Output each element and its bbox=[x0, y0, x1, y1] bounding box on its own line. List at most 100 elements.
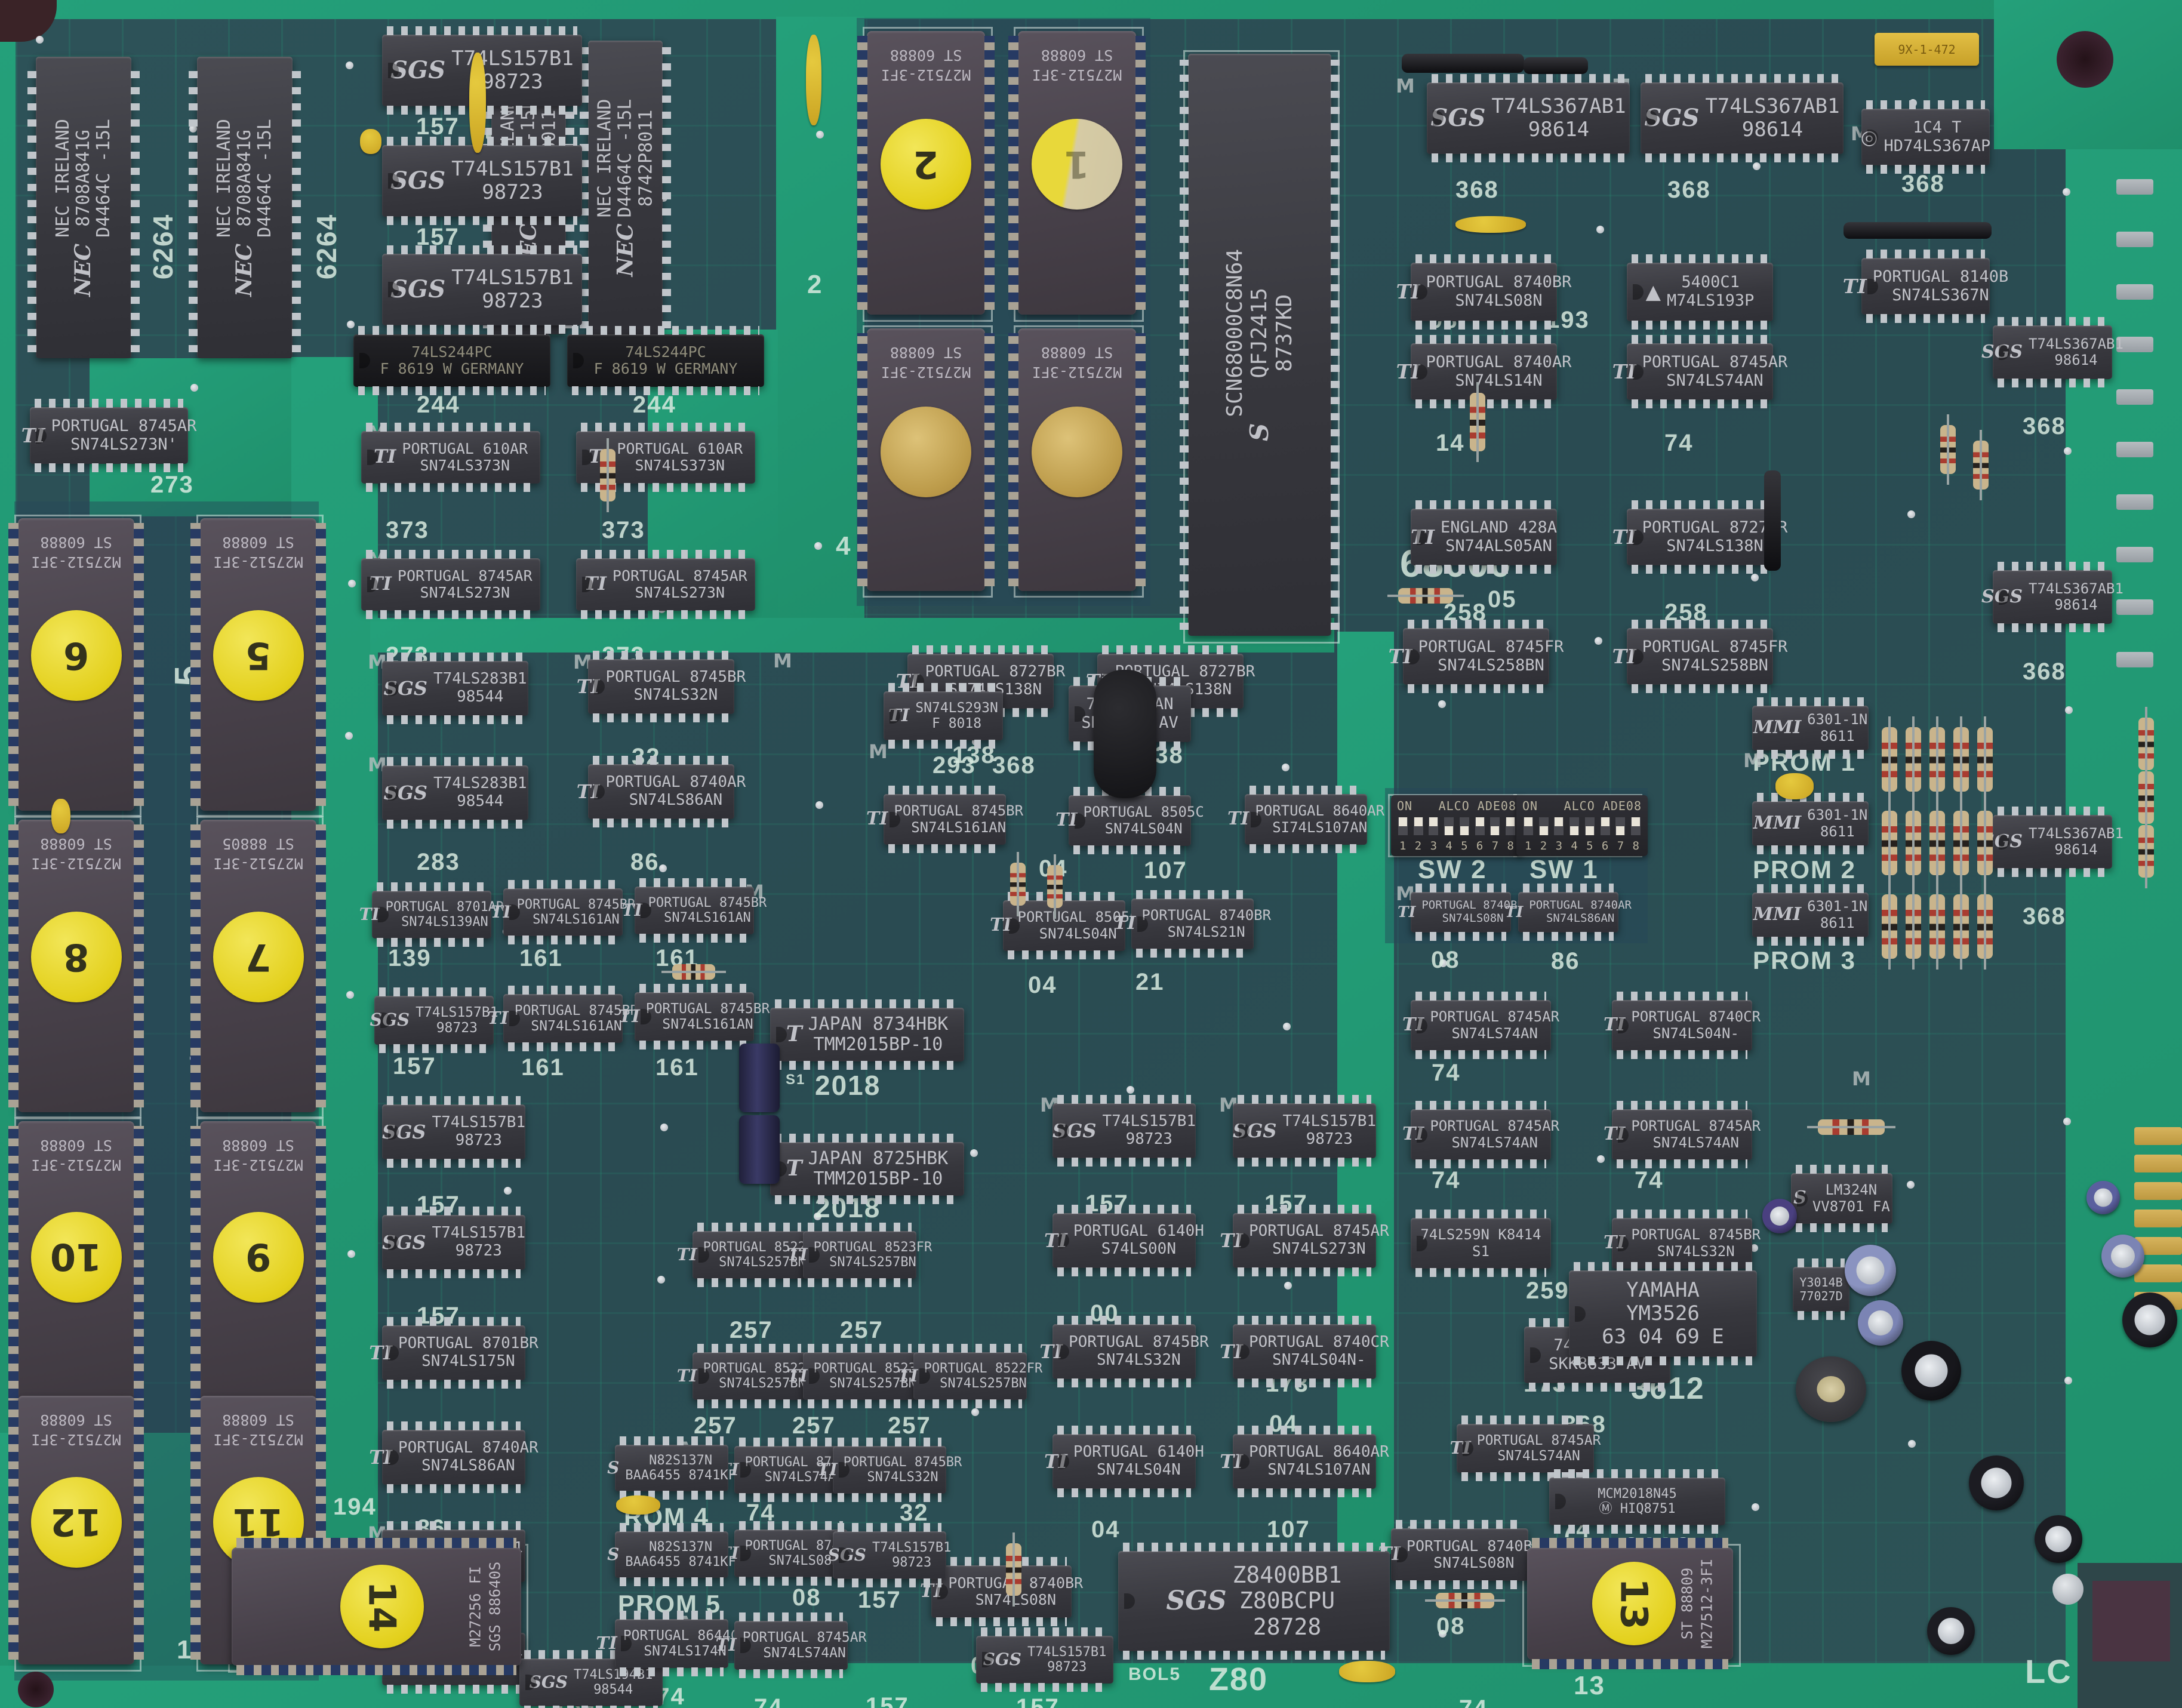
eprom-marking: M27512-3FI bbox=[1032, 66, 1122, 84]
manufacturer-logo: SGS bbox=[381, 1230, 426, 1254]
dip-number: 4 bbox=[1571, 839, 1578, 853]
dip-slider[interactable] bbox=[1615, 817, 1626, 835]
chip-marking: 74LS259N K8414 bbox=[1420, 1226, 1541, 1244]
sticker-number: 2 bbox=[913, 142, 939, 186]
chip-marking: T74LS367AB1 bbox=[2029, 580, 2123, 597]
eprom-marking: M27512-3FI bbox=[881, 66, 971, 84]
manufacturer-logo: TI bbox=[1842, 274, 1867, 298]
dip-slider[interactable] bbox=[1600, 817, 1610, 835]
solder-pad-dot bbox=[1751, 574, 1759, 581]
chip-marking: SN74LS08N bbox=[1433, 1554, 1515, 1571]
chip-marking: SN74LS21N bbox=[1167, 923, 1245, 940]
resistor bbox=[1906, 727, 1921, 792]
manufacturer-logo: TI bbox=[369, 573, 392, 595]
trimmer-potentiometer[interactable] bbox=[1796, 1356, 1866, 1422]
electrolytic-capacitor bbox=[1969, 1455, 2024, 1510]
pin1-notch bbox=[621, 1636, 632, 1651]
pin1-notch bbox=[1417, 1127, 1427, 1143]
dip-slider[interactable] bbox=[1459, 817, 1469, 835]
pin1-notch bbox=[641, 1009, 651, 1024]
silkscreen-label: 107 bbox=[1267, 1516, 1310, 1543]
dip-slider[interactable] bbox=[1429, 817, 1439, 835]
solder-pad-dot bbox=[1439, 959, 1447, 967]
dip-slider[interactable] bbox=[1444, 817, 1454, 835]
dip-slider[interactable] bbox=[1524, 817, 1533, 835]
chip-marking: D4464C -15L bbox=[254, 118, 276, 238]
resistor bbox=[1398, 588, 1453, 604]
silkscreen-label: 368 bbox=[1455, 177, 1499, 203]
pin1-notch bbox=[388, 173, 399, 189]
solder-pad-dot bbox=[814, 542, 822, 550]
pin1-notch bbox=[1433, 110, 1444, 126]
chip-marking: SN74LS04N bbox=[1104, 820, 1183, 837]
dip-number: 7 bbox=[1617, 839, 1624, 853]
chip-marking: MCM2018N45 bbox=[1598, 1486, 1677, 1501]
manufacturer-logo: TI bbox=[584, 573, 607, 595]
manufacturer-logo: TI bbox=[676, 1245, 697, 1265]
chip-marking: PORTUGAL 8745BR bbox=[1631, 1226, 1761, 1244]
solder-pad-dot bbox=[657, 1276, 665, 1284]
pin1-notch bbox=[525, 1675, 536, 1690]
dip-slider[interactable] bbox=[1505, 817, 1515, 835]
dip-slider[interactable] bbox=[1630, 817, 1641, 835]
manufacturer-logo: SGS bbox=[1981, 341, 2023, 362]
edge-pad bbox=[2116, 494, 2153, 510]
edge-connector-finger bbox=[2134, 1264, 2182, 1282]
chip-marking: 8611 bbox=[1820, 914, 1855, 931]
dip-slider[interactable] bbox=[1398, 817, 1408, 835]
solder-pad-dot bbox=[347, 1250, 355, 1258]
silkscreen-label: 283 bbox=[417, 849, 460, 875]
chip-marking: T74LS157B1 bbox=[1282, 1112, 1377, 1131]
chip-marking: T74LS367AB1 bbox=[1491, 94, 1626, 119]
manufacturer-logo: TI bbox=[1402, 1124, 1424, 1145]
solder-pad-mark: M bbox=[1396, 75, 1415, 97]
chip-marking: 98723 bbox=[436, 1020, 478, 1036]
manufacturer-logo: TI bbox=[576, 780, 600, 803]
resistor bbox=[1977, 727, 1993, 792]
manufacturer-logo: SGS bbox=[383, 781, 427, 804]
dip-slider[interactable] bbox=[1413, 817, 1423, 835]
chip-marking: 98723 bbox=[455, 1242, 502, 1260]
connector-pad bbox=[2092, 1581, 2170, 1661]
dip-slider[interactable] bbox=[1584, 817, 1595, 835]
chip-marking: T74LS157B1 bbox=[416, 1004, 498, 1020]
resistor bbox=[1929, 811, 1945, 875]
dip-number: 6 bbox=[1476, 839, 1484, 853]
sticker-number: 9 bbox=[245, 1235, 272, 1279]
eprom-marking: ST 60888 bbox=[222, 1411, 294, 1429]
pin1-notch bbox=[1124, 1593, 1135, 1609]
dip-slider[interactable] bbox=[1554, 817, 1564, 835]
pin1-notch bbox=[1058, 1233, 1069, 1248]
pin1-notch bbox=[1137, 916, 1148, 932]
manufacturer-logo: MMI bbox=[1753, 904, 1802, 925]
silkscreen-label: 194 bbox=[333, 1494, 377, 1520]
chip-marking: SN74ALS05AN bbox=[1445, 536, 1552, 555]
resistor bbox=[1047, 865, 1063, 908]
dip-slider[interactable] bbox=[1490, 817, 1500, 835]
pin1-notch bbox=[809, 1247, 820, 1263]
dip-slider[interactable] bbox=[1569, 817, 1580, 835]
dip-slider[interactable] bbox=[1538, 817, 1549, 835]
manufacturer-logo: SGS bbox=[390, 167, 446, 195]
silkscreen-label: 368 bbox=[992, 752, 1036, 778]
dip-slider[interactable] bbox=[1475, 817, 1485, 835]
resistor bbox=[1940, 425, 1956, 474]
chip-marking: PORTUGAL 8640AR bbox=[1248, 1443, 1389, 1461]
